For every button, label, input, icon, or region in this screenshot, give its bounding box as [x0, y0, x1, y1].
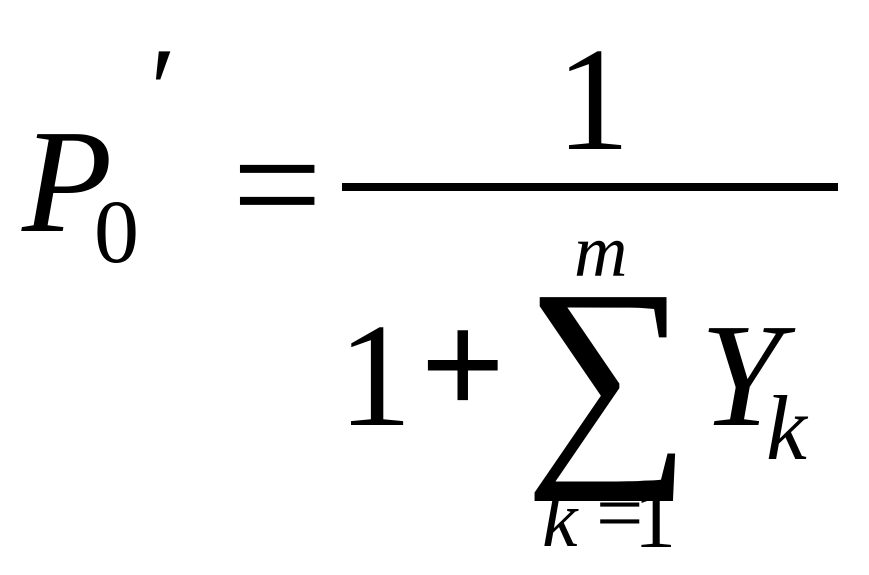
- lhs-subscript: 0: [94, 183, 139, 282]
- sum-lower-equals: =: [596, 467, 644, 560]
- sum-lower-index: k: [542, 476, 578, 564]
- sum-upper-limit: m: [574, 211, 628, 293]
- denominator-one: 1: [338, 294, 412, 458]
- fraction-bar: [342, 183, 838, 191]
- lhs-symbol: P: [22, 100, 113, 264]
- sum-lower-start: 1: [634, 473, 676, 566]
- summation-sign: ∑: [524, 242, 692, 502]
- term-subscript: k: [766, 377, 807, 479]
- numerator: 1: [556, 18, 630, 182]
- plus-sign: +: [420, 282, 506, 448]
- prime-mark: ′: [150, 23, 177, 156]
- equals-sign: =: [232, 95, 323, 273]
- term-symbol: Y: [700, 294, 783, 458]
